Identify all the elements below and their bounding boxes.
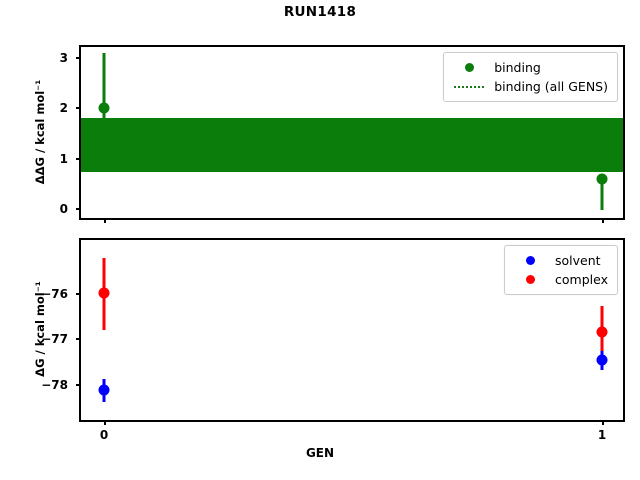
legend-entry-binding-all-gens[interactable]: binding (all GENS) [451, 77, 608, 96]
x-tick-label-0: 0 [99, 428, 109, 442]
solvent-marker-gen1 [596, 354, 608, 366]
complex-marker-gen1 [596, 326, 608, 338]
y-tick-top-0: 0 [60, 202, 81, 216]
axes-top-panel: ΔΔG / kcal mol⁻¹ 3 2 1 0 [33, 45, 625, 223]
y-tick-bottom-neg78: −78 [41, 378, 81, 392]
legend-dotted-line-icon [451, 85, 487, 88]
legend-entry-solvent[interactable]: solvent [512, 251, 608, 270]
binding-errorbar-gen0 [102, 53, 106, 148]
binding-marker-gen1 [596, 173, 608, 185]
y-tick-bottom-neg77: −77 [41, 332, 81, 346]
y-tick-label-top-0: 0 [59, 202, 68, 216]
y-tick-top-1: 1 [60, 152, 81, 166]
y-axis-label-top: ΔΔG / kcal mol⁻¹ [33, 79, 47, 185]
x-tick-label-1: 1 [597, 428, 607, 442]
figure-title: RUN1418 [283, 4, 357, 20]
legend-label-solvent: solvent [555, 253, 601, 268]
y-tick-label-top-3: 3 [59, 51, 68, 65]
legend-entry-complex[interactable]: complex [512, 270, 608, 289]
legend-label-binding: binding [494, 60, 541, 75]
legend-marker-dot-icon [512, 256, 548, 265]
binding-marker-gen0 [98, 102, 110, 114]
x-tick-bottom-1: 1 [598, 420, 606, 442]
solvent-marker-gen0 [98, 384, 110, 396]
legend-marker-dot-icon [512, 275, 548, 284]
legend-marker-dot-icon [451, 63, 487, 72]
binding-errorbar-gen1 [600, 179, 604, 210]
y-tick-top-3: 3 [60, 51, 81, 65]
legend-entry-binding[interactable]: binding [451, 58, 608, 77]
complex-marker-gen0 [98, 287, 110, 299]
x-axis-label: GEN [305, 446, 335, 460]
legend-label-complex: complex [555, 272, 608, 287]
y-tick-label-top-2: 2 [59, 101, 68, 115]
y-tick-label-top-1: 1 [59, 152, 68, 166]
x-tick-top-0 [104, 218, 106, 223]
x-tick-top-1 [602, 218, 604, 223]
axes-bottom-panel: ΔG / kcal mol⁻¹ −76 −77 −78 0 1 [33, 238, 625, 442]
y-tick-top-2: 2 [60, 101, 81, 115]
x-tick-bottom-0: 0 [100, 420, 108, 442]
top-plot-area [81, 47, 623, 218]
legend-bottom-panel[interactable]: solvent complex [504, 245, 618, 295]
y-tick-label-bottom-neg78: −78 [41, 378, 68, 392]
legend-top-panel[interactable]: binding binding (all GENS) [443, 52, 618, 102]
legend-label-binding-all-gens: binding (all GENS) [494, 79, 608, 94]
bottom-plot-area [81, 240, 623, 420]
y-tick-bottom-neg76: −76 [41, 287, 81, 301]
y-tick-label-bottom-neg77: −77 [41, 332, 68, 346]
binding-all-gens-band [81, 118, 623, 172]
y-tick-label-bottom-neg76: −76 [41, 287, 68, 301]
